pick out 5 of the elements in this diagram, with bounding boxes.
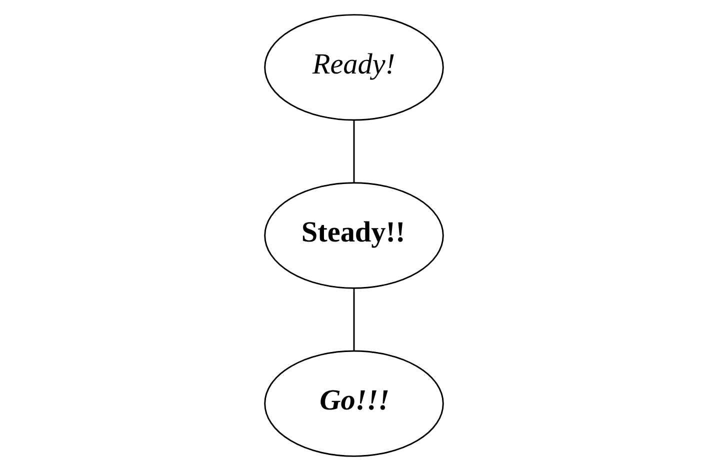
node-ellipse: Steady!! [264, 182, 444, 289]
node-ellipse: Ready! [264, 14, 444, 121]
connector [352, 120, 354, 183]
connector [352, 288, 354, 351]
node-ellipse: Go!!! [264, 350, 444, 457]
